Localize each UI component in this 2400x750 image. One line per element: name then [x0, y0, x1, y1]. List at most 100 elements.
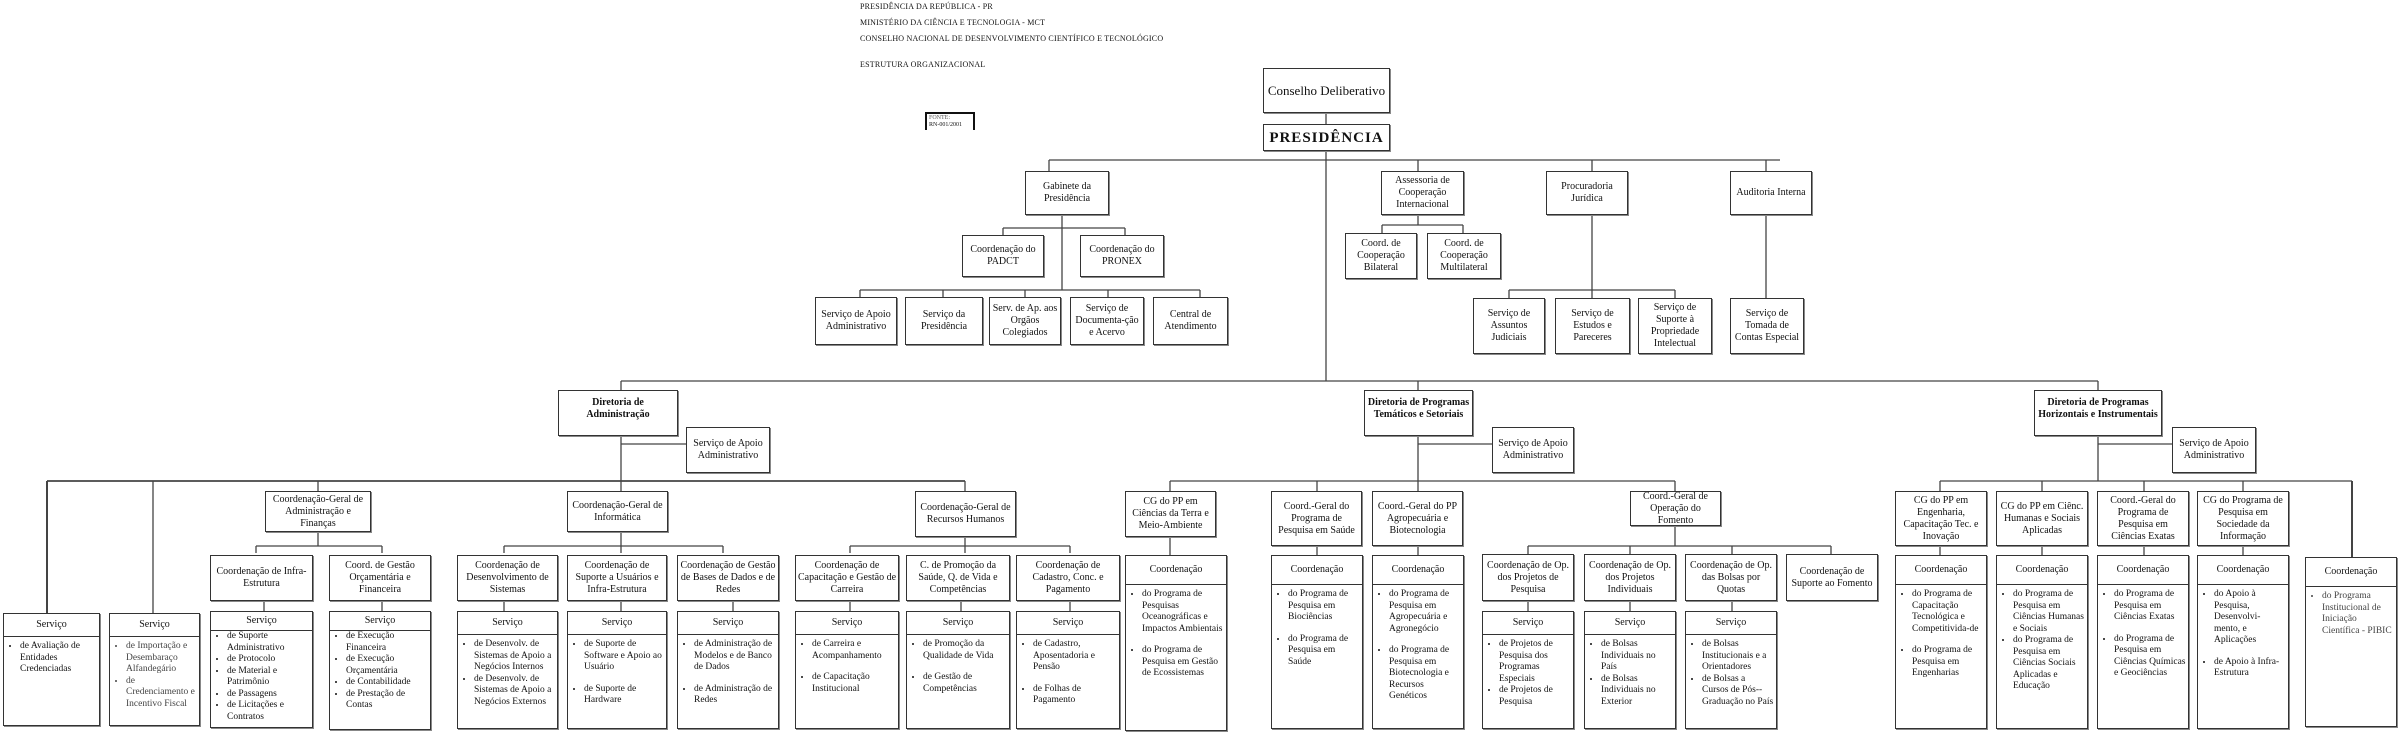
servico-header: Serviço [110, 614, 199, 637]
servico-header: Serviço [907, 612, 1009, 635]
list-item: de Promoção da Qualidade de Vida [923, 639, 1007, 662]
coord-header: Coordenação [2198, 556, 2288, 585]
header-line-2: MINISTÉRIO DA CIÊNCIA E TECNOLOGIA - MCT [860, 18, 1046, 27]
servico-header: Serviço [796, 612, 898, 635]
header-line-3: CONSELHO NACIONAL DE DESENVOLVIMENTO CIE… [860, 34, 1164, 43]
list-item: de Prestação de Contas [346, 689, 428, 712]
list-item: de Projetos de Pesquisa [1499, 685, 1571, 708]
coord-list: do Programa Institucional de Iniciação C… [2306, 591, 2396, 637]
coord-header: Coordenação [1997, 556, 2087, 585]
servico-bases-dados: Serviço de Administração de Modelos e de… [677, 611, 779, 729]
coordenacao-saude: Coordenação do Programa de Pesquisa em B… [1271, 555, 1363, 729]
servico-item: de Importação e Desembaraço Alfandegário [126, 641, 197, 676]
list-item: de Licitações e Contratos [227, 700, 310, 723]
header-line-4: ESTRUTURA ORGANIZACIONAL [860, 60, 986, 69]
cg-saude-box: Coord.-Geral do Programa de Pesquisa em … [1271, 491, 1362, 546]
list-item: do Programa de Pesquisa em Saúde [1288, 634, 1360, 669]
servico-list: de Projetos de Pesquisa dos Programas Es… [1483, 639, 1573, 708]
coord-list: do Programa de Pesquisa em Biociências do… [1272, 589, 1362, 668]
list-item: de Administração de Redes [694, 684, 776, 707]
coord-promocao-saude-box: C. de Promoção da Saúde, Q. de Vida e Co… [906, 555, 1010, 601]
list-item: do Programa de Pesquisa em Ciências Exat… [2114, 589, 2186, 624]
list-item: de Contabilidade [346, 677, 428, 689]
coord-op-bolsas-quotas-box: Coordenação de Op. das Bolsas por Quotas [1685, 554, 1777, 601]
servico-op-projetos-individuais: Serviço de Bolsas Individuais no Paísde … [1584, 611, 1676, 729]
list-item: de Execução Financeira [346, 631, 428, 654]
cg-recursos-humanos-box: Coordenação-Geral de Recursos Humanos [915, 491, 1016, 537]
list-item: do Programa de Pesquisa em Agropecuária … [1389, 589, 1461, 635]
fonte-value: RN-001/2001 [929, 122, 962, 128]
list-item: de Bolsas Individuais no País [1601, 639, 1673, 674]
coord-list: do Programa de Pesquisa em Ciências Huma… [1997, 589, 2087, 693]
dir-admin-apoio-box: Serviço de Apoio Administrativo [686, 427, 770, 473]
servico-list: de Suporte Administrativode Protocolo de … [211, 631, 312, 723]
coordenacao-terra: Coordenação do Programa de Pesquisas Oce… [1125, 555, 1227, 731]
coord-header: Coordenação [1373, 556, 1463, 585]
coord-op-projetos-individuais-box: Coordenação de Op. dos Projetos Individu… [1584, 554, 1676, 601]
servico-list: de Promoção da Qualidade de Vida de Gestã… [907, 639, 1009, 695]
servico-header: Serviço [678, 612, 778, 635]
cg-adm-financas-box: Coordenação-Geral de Administração e Fin… [265, 491, 371, 532]
list-item: do Programa Institucional de Iniciação C… [2322, 591, 2394, 637]
coordenacao-ciencias-exatas: Coordenação do Programa de Pesquisa em C… [2097, 555, 2189, 729]
cg-engenharia-box: CG do PP em Engenharia, Capacitação Tec.… [1895, 491, 1987, 546]
list-item: do Apoio à Pesquisa, Desenvolvi-mento, e… [2214, 589, 2286, 647]
servico-header: Serviço [1585, 612, 1675, 635]
servico-capacitacao: Serviço de Carreira e Acompanhamentode C… [795, 611, 899, 729]
dir-horizontais-box: Diretoria de Programas Horizontais e Ins… [2034, 390, 2162, 436]
list-item: de Passagens [227, 689, 310, 701]
dir-tematicos-apoio-box: Serviço de Apoio Administrativo [1492, 427, 1574, 473]
servico-header: Serviço [1483, 612, 1573, 635]
fonte-label: FONTE: [929, 115, 950, 121]
coord-list: do Apoio à Pesquisa, Desenvolvi-mento, e… [2198, 589, 2288, 680]
list-item: de Gestão de Competências [923, 672, 1007, 695]
list-item: de Suporte Administrativo [227, 631, 310, 654]
coord-gestao-orcamentaria-box: Coord. de Gestão Orçamentária e Financei… [329, 555, 431, 601]
cg-terra-meio-ambiente-box: CG do PP em Ciências da Terra e Meio-Amb… [1125, 491, 1216, 537]
cg-sociedade-informacao-box: CG do Programa de Pesquisa em Sociedade … [2197, 491, 2289, 546]
list-item: do Programa de Pesquisa em Biociências [1288, 589, 1360, 624]
list-item: de Suporte de Software e Apoio ao Usuári… [584, 639, 664, 674]
servico-tomada-contas-box: Serviço de Tomada de Contas Especial [1730, 298, 1804, 354]
servico-header: Serviço [1686, 612, 1776, 635]
header-line-1: PRESIDÊNCIA DA REPÚBLICA - PR [860, 2, 993, 11]
coord-bilateral-box: Coord. de Cooperação Bilateral [1345, 233, 1417, 279]
list-item: do Programa de Pesquisa em Ciências Quím… [2114, 634, 2186, 680]
list-item: de Bolsas Institucionais e a Orientadore… [1702, 639, 1774, 674]
list-item: do Programa de Pesquisa em Engenharias [1912, 645, 1984, 680]
coordenacao-pibic: Coordenação do Programa Institucional de… [2305, 557, 2397, 727]
coordenacao-humanas-sociais: Coordenação do Programa de Pesquisa em C… [1996, 555, 2088, 729]
servico-op-projetos-pesquisa: Serviço de Projetos de Pesquisa dos Prog… [1482, 611, 1574, 729]
dir-administracao-box: Diretoria de Administração [558, 390, 678, 436]
list-item: de Projetos de Pesquisa dos Programas Es… [1499, 639, 1571, 685]
list-item: de Protocolo [227, 654, 310, 666]
servico-header: Serviço [1017, 612, 1119, 635]
servico-apoio-adm-box: Serviço de Apoio Administrativo [815, 297, 897, 345]
assessoria-box: Assessoria de Cooperação Internacional [1381, 171, 1464, 215]
coordenacao-engenharia: Coordenação do Programa de Capacitação T… [1895, 555, 1987, 729]
servico-propriedade-intelectual-box: Serviço de Suporte à Propriedade Intelec… [1638, 298, 1712, 354]
servico-list: de Cadastro, Aposentadoria e Pensãode Fo… [1017, 639, 1119, 707]
list-item: do Programa de Pesquisas Oceanográficas … [1142, 589, 1224, 635]
servico-importacao: Serviço de Importação e Desembaraço Alfa… [109, 613, 200, 726]
servico-list: de Administração de Modelos e de Banco d… [678, 639, 778, 707]
coord-multilateral-box: Coord. de Cooperação Multilateral [1427, 233, 1501, 279]
procuradoria-box: Procuradoria Jurídica [1546, 171, 1628, 215]
list-item: do Programa de Capacitação Tecnológica e… [1912, 589, 1984, 635]
list-item: de Administração de Modelos e de Banco d… [694, 639, 776, 674]
cg-agropecuaria-box: Coord.-Geral do PP Agropecuária e Biotec… [1372, 491, 1463, 546]
servico-item: de Credenciamento e Incentivo Fiscal [126, 676, 197, 711]
servico-header: Serviço [568, 612, 666, 635]
list-item: de Carreira e Acompanhamento [812, 639, 896, 662]
cg-informatica-box: Coordenação-Geral de Informática [567, 491, 668, 532]
coord-list: do Programa de Pesquisas Oceanográficas … [1126, 589, 1226, 680]
servico-header: Serviço [211, 612, 312, 631]
servico-op-bolsas-quotas: Serviço de Bolsas Institucionais e a Ori… [1685, 611, 1777, 729]
coord-header: Coordenação [1272, 556, 1362, 585]
list-item: de Apoio à Infra-Estrutura [2214, 657, 2286, 680]
central-atendimento-box: Central de Atendimento [1153, 297, 1228, 345]
coord-pronex-box: Coordenação do PRONEX [1080, 235, 1164, 277]
coord-header: Coordenação [2098, 556, 2188, 585]
fonte-note: FONTE: RN-001/2001 [925, 112, 975, 130]
